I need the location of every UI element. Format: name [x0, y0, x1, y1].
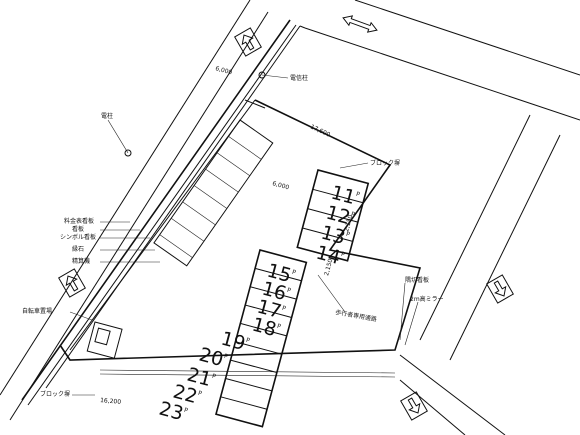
dimension-label: 2,150 — [343, 214, 354, 233]
down-arrow-icon — [400, 391, 428, 421]
leader-lines — [69, 74, 419, 396]
bike-parking-label: 自転車置場 — [22, 307, 52, 315]
dimension-label: 6,000 — [271, 180, 290, 191]
dimension-label: 6,000 — [214, 65, 233, 76]
down-arrow-icon — [486, 274, 514, 304]
slot-suffix: P — [355, 191, 361, 199]
utility-pole — [258, 71, 266, 79]
slot-suffix: P — [197, 390, 203, 398]
slot-suffix: P — [223, 353, 229, 361]
slot-suffix: P — [291, 269, 297, 277]
dimension-label: 17,600 — [309, 123, 331, 138]
bike-parking-area — [86, 321, 123, 359]
up-arrow-icon — [234, 27, 262, 57]
site-boundary — [59, 99, 422, 378]
slot-suffix: P — [183, 407, 189, 415]
double-arrow-icon — [342, 15, 378, 33]
slot-suffix: P — [276, 323, 282, 331]
up-arrow-icon — [58, 268, 86, 298]
mirror-label: 2m高ミラー — [410, 295, 444, 303]
dimension-label: 16,200 — [100, 397, 122, 406]
slot-suffix: P — [211, 373, 217, 381]
utility-pole-label: 電柱 — [101, 112, 113, 120]
dimension-label: 2,150 — [323, 258, 334, 277]
slot-suffix: P — [350, 211, 356, 219]
block-wall-label: ブロック塀 — [40, 390, 70, 398]
slot-suffix: P — [245, 337, 251, 345]
symbol-sign-label: シンボル看板 — [60, 233, 96, 241]
curbstone-label: 縁石 — [72, 245, 84, 253]
sign-board-label: 看板 — [72, 225, 84, 233]
slot-group-lower — [215, 249, 308, 428]
block-wall-label: ブロック塀 — [370, 159, 400, 167]
slot-suffix: P — [340, 251, 346, 259]
left-slot-row — [153, 119, 274, 267]
slot-suffix: P — [345, 231, 351, 239]
corner-sign-label: 隅切看板 — [405, 276, 429, 284]
pole-sign-label: 料金表看板 — [64, 217, 94, 225]
pedestrian-passage-label: 歩行者専用通路 — [335, 308, 378, 323]
slot-suffix: P — [281, 305, 287, 313]
meter-box-label: 精算機 — [72, 257, 90, 265]
slot-group-upper — [296, 169, 370, 262]
utility-pole-label: 電信柱 — [290, 74, 308, 82]
utility-pole — [124, 149, 132, 157]
slot-suffix: P — [286, 287, 292, 295]
